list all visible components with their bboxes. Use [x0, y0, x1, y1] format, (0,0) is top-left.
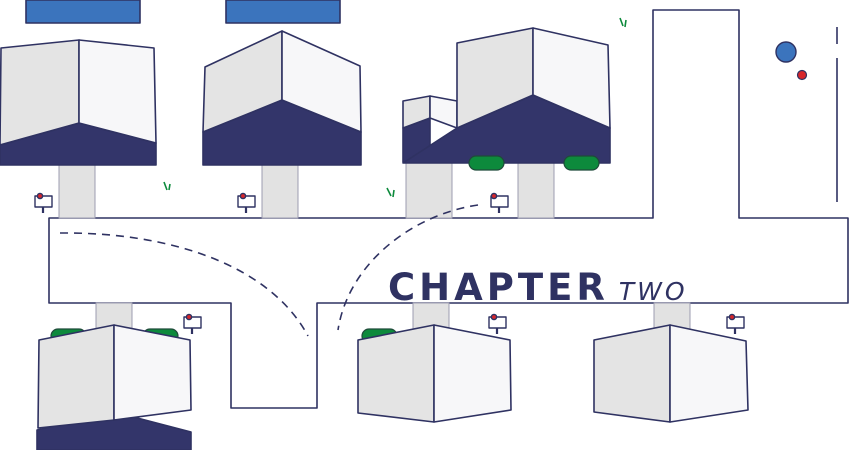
mailbox-icon: [726, 313, 745, 334]
grass-icon: [163, 17, 627, 198]
mailbox-icon: [237, 192, 256, 213]
mailbox-icon: [34, 192, 53, 213]
chapter-title: CHAPTER TWO: [388, 266, 688, 309]
chapter-sub-text: TWO: [618, 277, 688, 306]
road-outline: [48, 9, 849, 409]
chapter-main-text: CHAPTER: [388, 266, 609, 309]
house-icon: [357, 324, 512, 423]
roof-panel-1: [25, 0, 141, 24]
mailbox-icon: [183, 313, 202, 334]
roof-panel-2: [225, 0, 341, 24]
house-icon: [202, 30, 362, 166]
house-icon: [402, 27, 611, 164]
house-icon: [593, 324, 749, 423]
dashed-path-right: [337, 204, 479, 331]
dashed-path-left: [59, 232, 309, 337]
mailbox-icon: [490, 192, 509, 213]
house-icon: [36, 324, 192, 450]
house-icon: [0, 39, 157, 166]
balloon-icon: [796, 69, 808, 81]
mailbox-icon: [488, 313, 507, 334]
balloon-icon: [775, 41, 797, 63]
